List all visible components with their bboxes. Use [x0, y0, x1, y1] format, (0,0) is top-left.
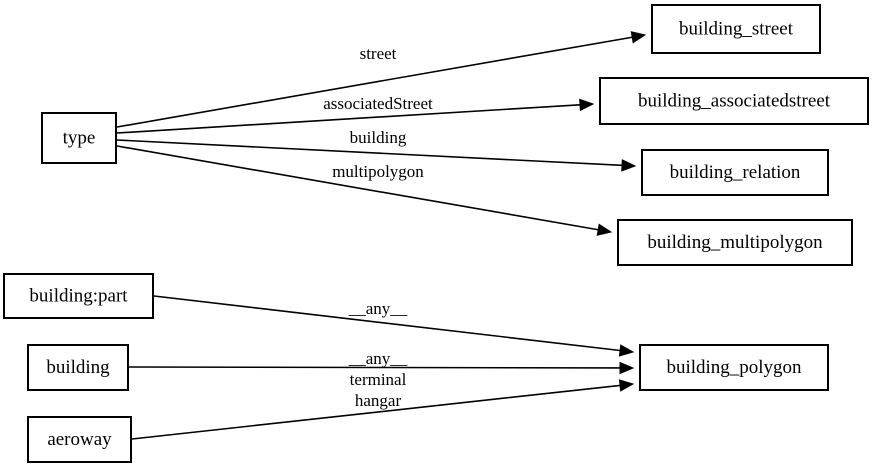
node-box[interactable]	[617, 219, 853, 266]
node-label: building_associatedstreet	[638, 90, 831, 111]
edge-label: street	[360, 44, 397, 63]
graph-edge: multipolygon	[116, 145, 613, 236]
graph-node-building-associatedstreet[interactable]: building_associatedstreet	[599, 77, 869, 125]
edge-arrowhead	[630, 31, 647, 44]
edges-layer: street associatedStreet building multipolyg…	[116, 31, 647, 440]
edge-label: __any__	[348, 299, 408, 318]
graph-node-type[interactable]: type	[41, 112, 117, 164]
node-box[interactable]	[651, 4, 821, 54]
graph-edge: associatedStreet	[116, 94, 595, 134]
node-box[interactable]	[641, 149, 829, 196]
node-box[interactable]	[27, 344, 129, 391]
edge-arrowhead	[618, 344, 635, 357]
graph-edge: terminal hangar	[131, 370, 635, 440]
edge-arrowhead	[621, 159, 637, 172]
node-label: building_relation	[670, 162, 801, 183]
node-box[interactable]	[3, 273, 154, 319]
node-box[interactable]	[639, 344, 829, 391]
nodes-layer: type building_street building_associatedst…	[3, 4, 869, 463]
graph-node-aeroway[interactable]: aeroway	[27, 416, 132, 463]
graph-node-building[interactable]: building	[27, 344, 129, 391]
graph-edge: building	[116, 128, 637, 172]
graph-edge: __any__	[128, 349, 635, 375]
edge-line	[131, 384, 621, 440]
edge-arrowhead	[596, 223, 613, 236]
edge-label: terminal	[350, 370, 407, 389]
graph-edge: __any__	[153, 295, 635, 357]
edge-label: associatedStreet	[323, 94, 433, 113]
graph-node-building-multipolygon[interactable]: building_multipolygon	[617, 219, 853, 266]
edge-line	[153, 295, 621, 352]
node-label: type	[63, 127, 96, 148]
node-label: building_multipolygon	[647, 232, 823, 253]
graph-node-building-relation[interactable]: building_relation	[641, 149, 829, 196]
node-label: building	[46, 357, 110, 378]
edge-label: building	[350, 128, 407, 147]
edge-line	[128, 366, 621, 369]
graph-node-building-polygon[interactable]: building_polygon	[639, 344, 829, 391]
node-box[interactable]	[27, 416, 132, 463]
node-box[interactable]	[41, 112, 117, 164]
edge-label-second-line: hangar	[355, 391, 402, 410]
edge-arrowhead	[579, 98, 595, 112]
edge-arrowhead	[618, 379, 635, 392]
edge-line	[116, 139, 623, 167]
edge-line	[116, 145, 599, 231]
graph-edge: street	[116, 31, 647, 128]
edge-line	[116, 36, 633, 128]
node-label: building_polygon	[666, 357, 802, 378]
graph-node-building-part[interactable]: building:part	[3, 273, 154, 319]
node-box[interactable]	[599, 77, 869, 125]
node-label: building:part	[29, 285, 128, 306]
edge-label: multipolygon	[332, 162, 424, 181]
node-label: building_street	[679, 18, 794, 39]
graph-node-building-street[interactable]: building_street	[651, 4, 821, 54]
node-label: aeroway	[47, 429, 112, 450]
edge-line	[116, 103, 581, 134]
edge-arrowhead	[619, 361, 635, 375]
edge-label: __any__	[348, 349, 408, 368]
